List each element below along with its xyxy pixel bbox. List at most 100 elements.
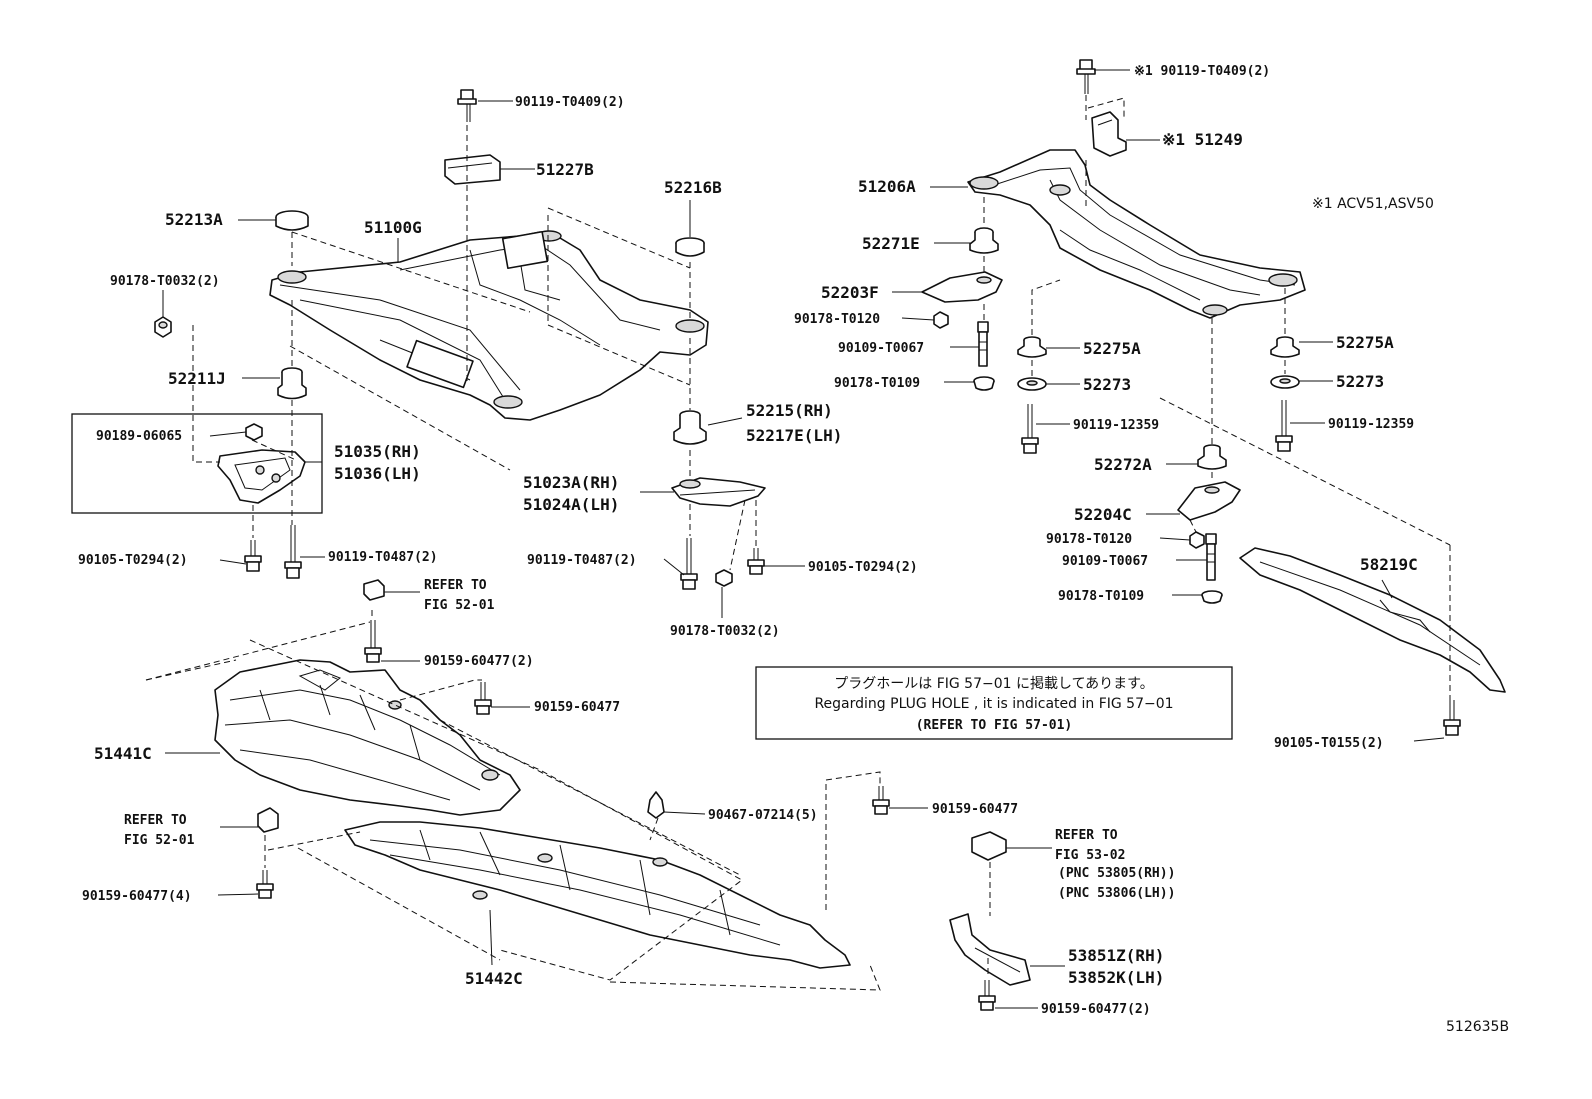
note-line-2: Regarding PLUG HOLE , it is indicated in… bbox=[814, 696, 1173, 712]
label-nut-90178-t0120-b: 90178-T0120 bbox=[1046, 532, 1132, 547]
label-brace-rh: 51035(RH) bbox=[334, 442, 421, 461]
bolt-90109-b-icon bbox=[1205, 533, 1217, 581]
label-bolt-90105-left: 90105-T0294(2) bbox=[78, 553, 188, 568]
label-bolt-90119-12359-right: 90119-12359 bbox=[1328, 417, 1414, 432]
label-bolt-top-right: ※1 90119-T0409(2) bbox=[1134, 64, 1270, 79]
bolt-90159-2-bottom-icon bbox=[978, 980, 996, 1011]
label-refer-52-01-top-a: REFER TO bbox=[424, 578, 487, 593]
label-bracket-52203f: 52203F bbox=[821, 283, 879, 302]
nut-90178-t0109-b-icon bbox=[1201, 590, 1223, 604]
nut-90178-t0120-a-icon bbox=[933, 311, 949, 329]
label-refer-52-01-left-a: REFER TO bbox=[124, 813, 187, 828]
brace-group-box bbox=[71, 413, 323, 514]
stopper-52273-right-icon bbox=[1270, 375, 1300, 389]
label-screw-90189: 90189-06065 bbox=[96, 429, 182, 444]
clip-refer-53-02-icon bbox=[971, 831, 1007, 861]
label-cushion-52275a-left: 52275A bbox=[1083, 339, 1141, 358]
label-refer-52-01-top-b: FIG 52-01 bbox=[424, 598, 495, 613]
label-bolt-90105-mid: 90105-T0294(2) bbox=[808, 560, 918, 575]
label-bolt-90119-12359-left: 90119-12359 bbox=[1073, 418, 1159, 433]
bolt-90109-a-icon bbox=[977, 321, 989, 367]
nut-90178-t0120-b-icon bbox=[1189, 531, 1205, 549]
label-crossmember-51206a: 51206A bbox=[858, 177, 916, 196]
label-brace-lh: 51036(LH) bbox=[334, 464, 421, 483]
label-bolt-90159-2-bottom: 90159-60477(2) bbox=[1041, 1002, 1151, 1017]
label-stopper-52273-right: 52273 bbox=[1336, 372, 1384, 391]
cushion-52213a-icon bbox=[275, 210, 309, 231]
label-bracket-52204c: 52204C bbox=[1074, 505, 1132, 524]
label-bolt-90109-b: 90109-T0067 bbox=[1062, 554, 1148, 569]
label-refer-53-02-c: (PNC 53805(RH)) bbox=[1058, 866, 1175, 881]
note-line-1: プラグホールは FIG 57−01 に掲載してあります。 bbox=[834, 676, 1154, 692]
bolt-top-center-icon bbox=[457, 89, 477, 122]
label-bolt-90119-t0487-mid: 90119-T0487(2) bbox=[527, 553, 637, 568]
label-bolt-top-center: 90119-T0409(2) bbox=[515, 95, 625, 110]
clip-refer-top-icon bbox=[363, 579, 385, 601]
alignment-lines bbox=[145, 95, 1451, 991]
bolt-90119-12359-right-icon bbox=[1275, 400, 1293, 452]
label-refer-52-01-left-b: FIG 52-01 bbox=[124, 833, 195, 848]
label-cushion-52213a: 52213A bbox=[165, 210, 223, 229]
label-refer-53-02-a: REFER TO bbox=[1055, 828, 1118, 843]
bolt-90159-single-b-icon bbox=[872, 786, 890, 815]
bolt-90105-left-icon bbox=[244, 540, 262, 572]
bracket-51023a-icon bbox=[671, 477, 766, 507]
label-cushion-52272a: 52272A bbox=[1094, 455, 1152, 474]
label-refer-53-02-b: FIG 53-02 bbox=[1055, 848, 1125, 863]
label-clip-90467: 90467-07214(5) bbox=[708, 808, 818, 823]
bolt-90119-t0487-mid-icon bbox=[680, 538, 698, 590]
bolt-90159-single-a-icon bbox=[474, 682, 492, 715]
label-cover-51441c: 51441C bbox=[94, 744, 152, 763]
front-crossmember-51100g bbox=[269, 230, 709, 421]
label-bracket-51023a-rh: 51023A(RH) bbox=[523, 473, 619, 492]
bolt-90159-2-top-icon bbox=[364, 620, 382, 663]
bolt-top-right-icon bbox=[1076, 59, 1096, 94]
bracket-51227b-icon bbox=[444, 154, 501, 185]
label-bolt-90105-t0155: 90105-T0155(2) bbox=[1274, 736, 1384, 751]
figure-code: 512635B bbox=[1446, 1019, 1509, 1035]
cover-51441c bbox=[214, 659, 521, 816]
label-bolt-90159-2-top: 90159-60477(2) bbox=[424, 654, 534, 669]
screw-90189-icon bbox=[245, 423, 263, 441]
stopper-52211j-icon bbox=[277, 367, 307, 400]
bracket-52204c-icon bbox=[1177, 481, 1241, 521]
cushion-52215-icon bbox=[673, 410, 707, 445]
nut-90178-mid-icon bbox=[715, 569, 733, 587]
label-nut-90178-mid: 90178-T0032(2) bbox=[670, 624, 780, 639]
cushion-52275a-right-icon bbox=[1270, 336, 1300, 358]
label-shield-lh: 53852K(LH) bbox=[1068, 968, 1164, 987]
leader-lines bbox=[162, 69, 1445, 1009]
label-bracket-51227b: 51227B bbox=[536, 160, 594, 179]
bracket-52203f-icon bbox=[921, 271, 1003, 303]
label-note-acv: ※1 ACV51,ASV50 bbox=[1312, 196, 1434, 212]
label-cover-51442c: 51442C bbox=[465, 969, 523, 988]
label-cushion-52217e-lh: 52217E(LH) bbox=[746, 426, 842, 445]
cover-51442c bbox=[344, 821, 851, 969]
cushion-52275a-left-icon bbox=[1017, 336, 1047, 358]
brace-51035-icon bbox=[217, 449, 306, 504]
note-box bbox=[755, 666, 1233, 740]
label-bolt-90159-single-a: 90159-60477 bbox=[534, 700, 620, 715]
label-stopper-52273-left: 52273 bbox=[1083, 375, 1131, 394]
clip-refer-left-icon bbox=[257, 807, 279, 833]
label-brace-58219c: 58219C bbox=[1360, 555, 1418, 574]
cushion-52271e-icon bbox=[969, 227, 999, 254]
label-nut-90178-t0109-a: 90178-T0109 bbox=[834, 376, 920, 391]
bolt-90105-mid-icon bbox=[747, 548, 765, 575]
bolt-90119-12359-left-icon bbox=[1021, 404, 1039, 454]
label-nut-90178-left: 90178-T0032(2) bbox=[110, 274, 220, 289]
bolt-90105-t0155-icon bbox=[1443, 700, 1461, 736]
note-line-3: (REFER TO FIG 57-01) bbox=[916, 718, 1073, 733]
label-nut-90178-t0120-a: 90178-T0120 bbox=[794, 312, 880, 327]
label-bolt-90159-single-b: 90159-60477 bbox=[932, 802, 1018, 817]
cushion-52272a-icon bbox=[1197, 444, 1227, 470]
label-cushion-52215-rh: 52215(RH) bbox=[746, 401, 833, 420]
label-bolt-90119-t0487-left: 90119-T0487(2) bbox=[328, 550, 438, 565]
rear-crossmember-51206a bbox=[967, 149, 1306, 319]
label-bracket-51249: ※1 51249 bbox=[1162, 130, 1243, 149]
bolt-90159-4-icon bbox=[256, 870, 274, 899]
shield-53851z-icon bbox=[949, 913, 1031, 986]
clip-90467-icon bbox=[647, 791, 665, 819]
label-bolt-90159-4: 90159-60477(4) bbox=[82, 889, 192, 904]
